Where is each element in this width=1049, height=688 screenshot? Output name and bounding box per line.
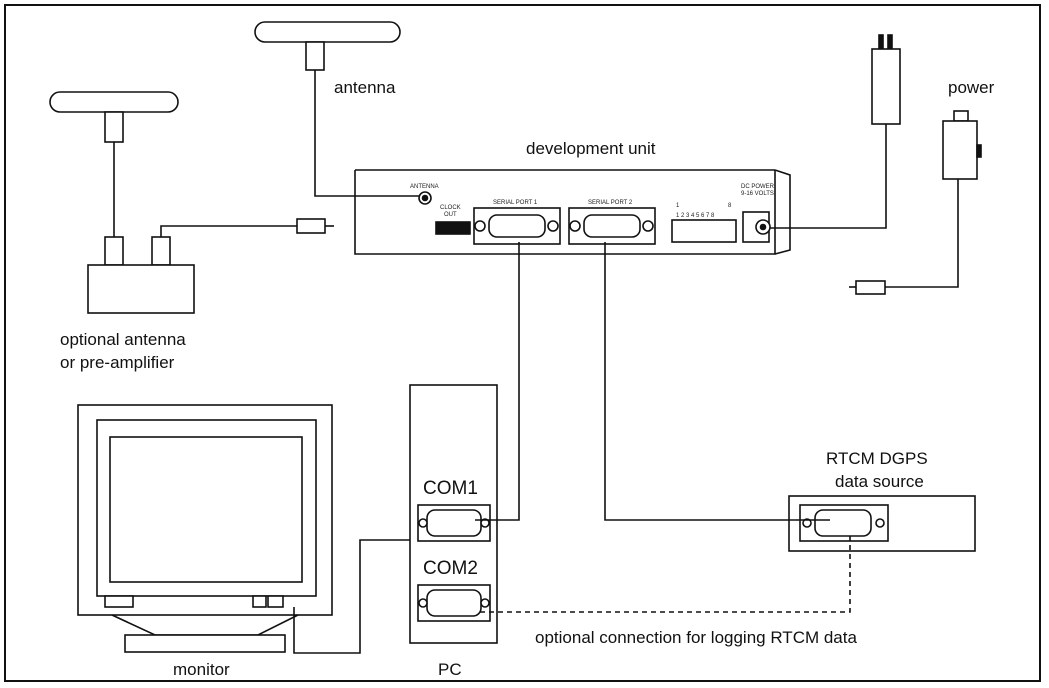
rtcm-data-source-icon <box>788 495 976 552</box>
pc-icon <box>409 384 498 644</box>
optional-antenna-icon <box>49 91 334 314</box>
rtcm-source-label: RTCM DGPS <box>826 449 928 468</box>
development-unit <box>354 169 791 255</box>
antenna-icon <box>254 21 422 197</box>
power-adapter-icon <box>770 34 982 295</box>
panel-antenna-text: ANTENNA <box>410 184 439 190</box>
monitor-label: monitor <box>173 660 230 679</box>
power-label: power <box>948 78 995 97</box>
development-unit-label: development unit <box>526 139 656 158</box>
panel-out-text: OUT <box>444 212 457 218</box>
pre-amplifier-label: or pre-amplifier <box>60 353 175 372</box>
panel-switch-first: 1 <box>676 203 680 209</box>
panel-serial1-text: SERIAL PORT 1 <box>493 200 538 206</box>
diagram-frame <box>4 4 1041 682</box>
panel-volts-text: 9-16 VOLTS <box>741 191 774 197</box>
antenna-label: antenna <box>334 78 396 97</box>
panel-dc-power-text: DC POWER <box>741 184 775 190</box>
data-source-label: data source <box>835 472 924 491</box>
monitor-icon <box>77 404 333 653</box>
optional-antenna-label: optional antenna <box>60 330 186 349</box>
pc-label: PC <box>438 660 462 679</box>
com2-label: COM2 <box>423 558 478 579</box>
panel-switch-last: 8 <box>728 203 732 209</box>
panel-clock-text: CLOCK <box>440 205 461 211</box>
panel-serial2-text: SERIAL PORT 2 <box>588 200 633 206</box>
panel-switch-numbers: 1 2 3 4 5 6 7 8 <box>676 213 715 219</box>
optional-connection-label: optional connection for logging RTCM dat… <box>535 628 857 647</box>
com1-label: COM1 <box>423 478 478 499</box>
cables <box>293 242 851 654</box>
